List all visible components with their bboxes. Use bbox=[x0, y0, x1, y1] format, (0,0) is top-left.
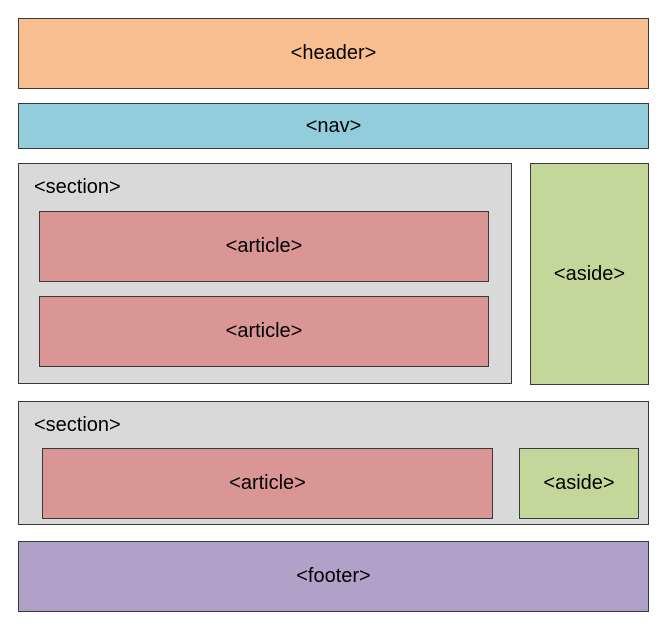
header-label: <header> bbox=[290, 42, 377, 64]
article-label: <article> bbox=[229, 472, 306, 494]
section-block-1: <section> <article> <article> bbox=[18, 163, 512, 384]
nav-block: <nav> bbox=[18, 103, 649, 149]
article-block: <article> bbox=[39, 211, 489, 282]
section-label-2: <section> bbox=[34, 414, 121, 436]
aside-label-2: <aside> bbox=[543, 472, 615, 494]
article-block: <article> bbox=[39, 296, 489, 367]
article-label: <article> bbox=[225, 235, 303, 257]
article-label: <article> bbox=[225, 320, 303, 342]
section-label-1: <section> bbox=[34, 176, 121, 198]
section-block-2: <section> <article> <aside> bbox=[18, 401, 649, 525]
article-block: <article> bbox=[42, 448, 493, 519]
footer-label: <footer> bbox=[296, 565, 371, 587]
footer-block: <footer> bbox=[18, 541, 649, 612]
nav-label: <nav> bbox=[305, 114, 362, 137]
header-block: <header> bbox=[18, 18, 649, 89]
aside-block-2: <aside> bbox=[519, 448, 639, 519]
aside-label-1: <aside> bbox=[553, 262, 626, 285]
aside-block-1: <aside> bbox=[530, 163, 649, 385]
